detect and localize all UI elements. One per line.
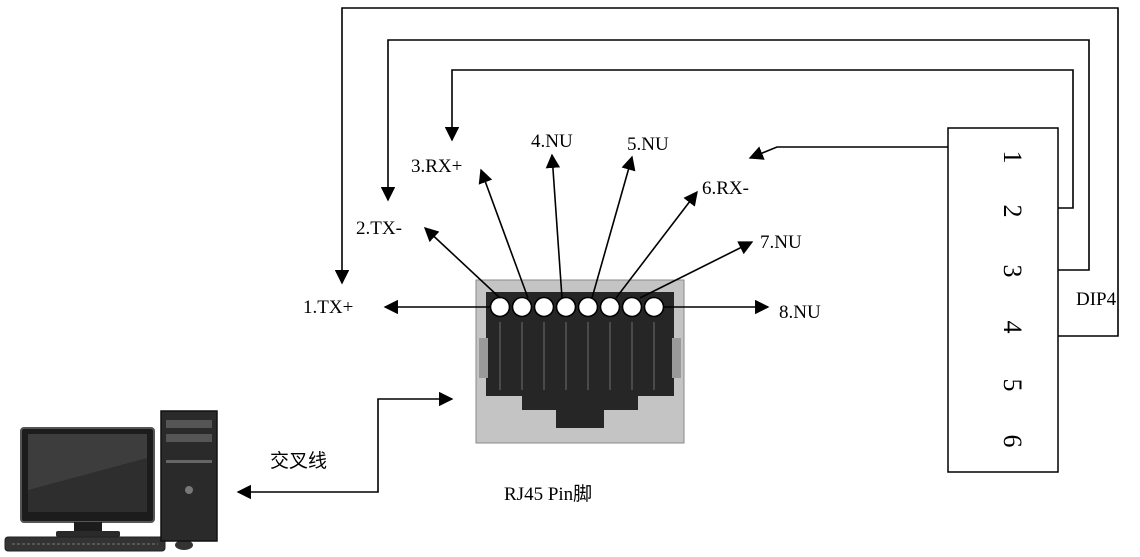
pin-label-6: 6.RX- <box>702 178 749 199</box>
crossover-cable-arrow <box>236 391 454 500</box>
pin-circle-6 <box>599 296 621 318</box>
dip-switch: 1 2 3 4 5 6 <box>947 127 1059 473</box>
wire-dip4-to-pin1 <box>334 7 1119 337</box>
cable-label: 交叉线 <box>270 450 327 472</box>
dip-number-6: 6 <box>998 435 1027 448</box>
pin-circle-5 <box>577 296 599 318</box>
pin-label-4: 4.NU <box>531 131 573 152</box>
pin-circle-1 <box>489 296 511 318</box>
pin-circles <box>489 296 665 318</box>
pin-label-1: 1.TX+ <box>303 297 353 318</box>
pin-arrows <box>383 153 770 315</box>
pin-arrow-2 <box>423 227 501 299</box>
pin-circle-2 <box>511 296 533 318</box>
dip-number-1: 1 <box>998 151 1027 164</box>
pin-label-7: 7.NU <box>760 232 802 253</box>
rj45-connector <box>475 279 685 444</box>
pin-label-8: 8.NU <box>779 302 821 323</box>
pin-circle-4 <box>555 296 577 318</box>
connector-left-notch <box>479 338 488 378</box>
pin-arrow-6 <box>615 190 698 299</box>
pin-arrow-4 <box>545 153 563 299</box>
pin-label-2: 2.TX- <box>356 218 402 239</box>
wire-dip3-to-pin2 <box>380 39 1090 271</box>
pin-arrow-7 <box>639 241 754 299</box>
connector-socket <box>486 292 674 428</box>
pin-label-5: 5.NU <box>627 134 669 155</box>
pin-circle-7 <box>621 296 643 318</box>
dip-number-5: 5 <box>998 379 1027 392</box>
dip-number-3: 3 <box>998 265 1027 278</box>
dip-label: DIP4 <box>1076 289 1117 310</box>
computer-icon <box>4 410 218 552</box>
pin-labels: 1.TX+ 2.TX- 3.RX+ 4.NU 5.NU 6.RX- 7.NU 8… <box>303 131 821 323</box>
pin-circle-8 <box>643 296 665 318</box>
pin-arrow-3 <box>478 168 529 299</box>
dip-number-4: 4 <box>998 321 1027 334</box>
wire-dip1-to-pin6 <box>748 146 948 160</box>
connector-right-notch <box>672 338 681 378</box>
pin-circle-3 <box>533 296 555 318</box>
pin-arrow-5 <box>591 155 636 299</box>
connector-contacts <box>499 322 655 390</box>
dip-switch-body <box>947 127 1059 473</box>
dip-number-2: 2 <box>998 205 1027 218</box>
pin-label-3: 3.RX+ <box>411 156 462 177</box>
connector-caption: RJ45 Pin脚 <box>504 483 592 505</box>
